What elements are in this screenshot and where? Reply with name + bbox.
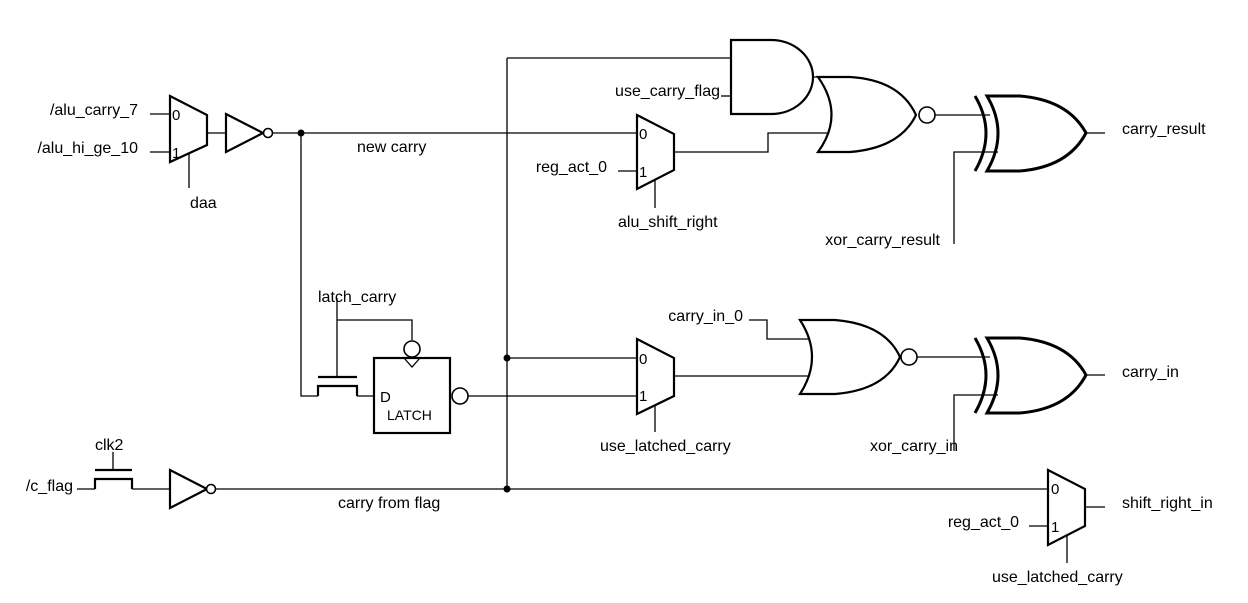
- carry-in-xor: [973, 336, 1088, 415]
- latch-pass-gate: [316, 375, 359, 396]
- label-daa: daa: [190, 195, 217, 212]
- label-c-flag: /c_flag: [26, 478, 73, 495]
- label-use-latched-carry-mid: use_latched_carry: [600, 438, 731, 455]
- new-carry-inverter: [224, 112, 274, 154]
- carry-result-xor: [973, 94, 1088, 173]
- label-reg-act-0-bottom: reg_act_0: [948, 514, 1019, 531]
- daa-mux: 0 1: [150, 94, 209, 188]
- latch-name: LATCH: [387, 407, 432, 423]
- label-use-carry-flag: use_carry_flag: [615, 83, 720, 100]
- label-use-latched-carry-bottom: use_latched_carry: [992, 569, 1123, 586]
- c-flag-inverter: [168, 468, 217, 510]
- label-carry-in-0: carry_in_0: [668, 308, 743, 325]
- mux-pin-1: 1: [639, 388, 647, 405]
- mux-pin-0: 0: [172, 107, 180, 124]
- label-alu-hi-ge-10: /alu_hi_ge_10: [37, 140, 138, 157]
- junction-dot: [503, 485, 511, 493]
- label-carry-result: carry_result: [1122, 121, 1206, 138]
- label-xor-carry-in: xor_carry_in: [870, 438, 958, 455]
- label-carry-from-flag: carry from flag: [338, 495, 440, 512]
- label-xor-carry-result: xor_carry_result: [825, 232, 940, 249]
- latched-carry-mux: 0 1: [635, 337, 676, 432]
- label-clk2: clk2: [95, 437, 124, 454]
- mux-pin-1: 1: [639, 164, 647, 181]
- label-carry-in: carry_in: [1122, 364, 1179, 381]
- label-new-carry: new carry: [357, 139, 426, 156]
- carry-latch: D LATCH: [372, 340, 469, 435]
- clk2-pass-gate: [93, 452, 134, 489]
- mux-pin-1: 1: [1051, 519, 1059, 536]
- mux-pin-1: 1: [172, 145, 180, 162]
- label-alu-carry-7: /alu_carry_7: [50, 102, 138, 119]
- shift-right-in-mux: 0 1: [1046, 468, 1087, 563]
- carry-result-nor: [815, 75, 936, 154]
- label-latch-carry: latch_carry: [318, 289, 396, 306]
- use-carry-flag-and: [729, 38, 815, 116]
- junction-dot: [503, 354, 511, 362]
- latch-d-pin: D: [380, 389, 391, 406]
- shift-right-mux: 0 1: [635, 113, 676, 208]
- label-reg-act-0-top: reg_act_0: [536, 159, 607, 176]
- mux-pin-0: 0: [639, 126, 647, 143]
- mux-pin-0: 0: [639, 351, 647, 368]
- mux-pin-0: 0: [1051, 481, 1059, 498]
- carry-in-nor: [797, 318, 918, 396]
- label-shift-right-in: shift_right_in: [1122, 495, 1213, 512]
- label-alu-shift-right: alu_shift_right: [618, 214, 718, 231]
